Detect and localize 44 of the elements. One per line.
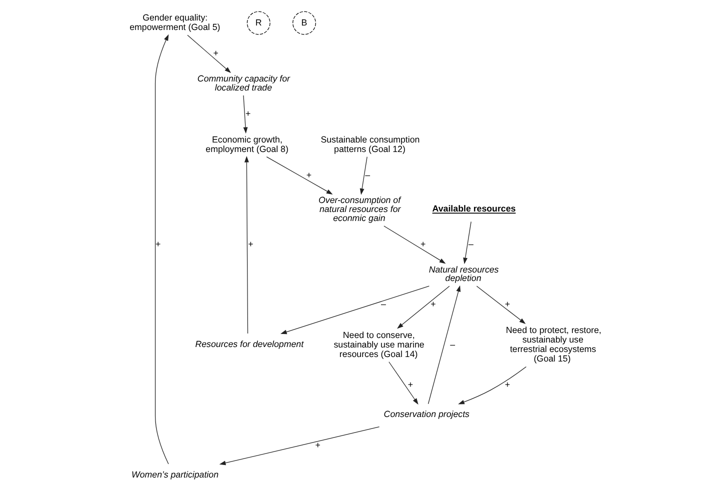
node-text: Need to protect, restore, sustainably use terrestrial ecosystems (Goal 15) [505, 325, 601, 364]
arrow [154, 34, 168, 464]
arrow [244, 156, 248, 334]
arrow [186, 34, 231, 73]
node-text: Natural resources depletion [428, 264, 498, 284]
node-text: Available resources [432, 204, 516, 214]
node-text: Resources for development [194, 338, 304, 349]
arrow [266, 156, 332, 195]
arrow [359, 156, 367, 195]
edge-label: + [306, 170, 312, 180]
edge-label: + [420, 238, 426, 249]
edge-label: + [504, 299, 510, 310]
arrow [427, 285, 460, 404]
edge-label: – [468, 238, 473, 249]
edge-label: + [430, 299, 436, 310]
edge-label: + [314, 440, 320, 450]
arrow [396, 286, 450, 329]
node-text: Conservation projects [383, 409, 469, 420]
arrow [458, 366, 526, 404]
node-text: Women’s participation [131, 469, 218, 480]
edge-label: – [364, 170, 370, 180]
edge-label: – [380, 299, 386, 310]
label: B [300, 17, 307, 28]
edge-label: + [212, 48, 218, 58]
edge-label: + [407, 380, 413, 390]
arrow [280, 286, 429, 334]
arrow [388, 362, 418, 405]
edge-label: + [248, 238, 253, 249]
node-text: Community capacity for localized trade [196, 73, 290, 92]
arrow [218, 426, 380, 466]
node-text: Sustainable consumption patterns (Goal 12) [320, 134, 420, 154]
node-text: Gender equality: empowerment (Goal 5) [129, 12, 220, 32]
edge-label: + [504, 380, 510, 390]
label: R [254, 17, 262, 28]
arrow [476, 286, 526, 324]
arrow [383, 226, 446, 264]
node-text: Need to conserve, sustainably use marine resources (Goal 14) [333, 330, 424, 359]
node-text: Economic growth, employment (Goal 8) [205, 134, 288, 154]
edge-label: + [155, 238, 160, 249]
edge-label: + [245, 108, 250, 118]
node-text: Over-consumption of natural resources for econmic gain [318, 195, 400, 223]
arrow [242, 95, 248, 134]
arrow [462, 221, 471, 264]
edge-label: – [450, 339, 455, 350]
